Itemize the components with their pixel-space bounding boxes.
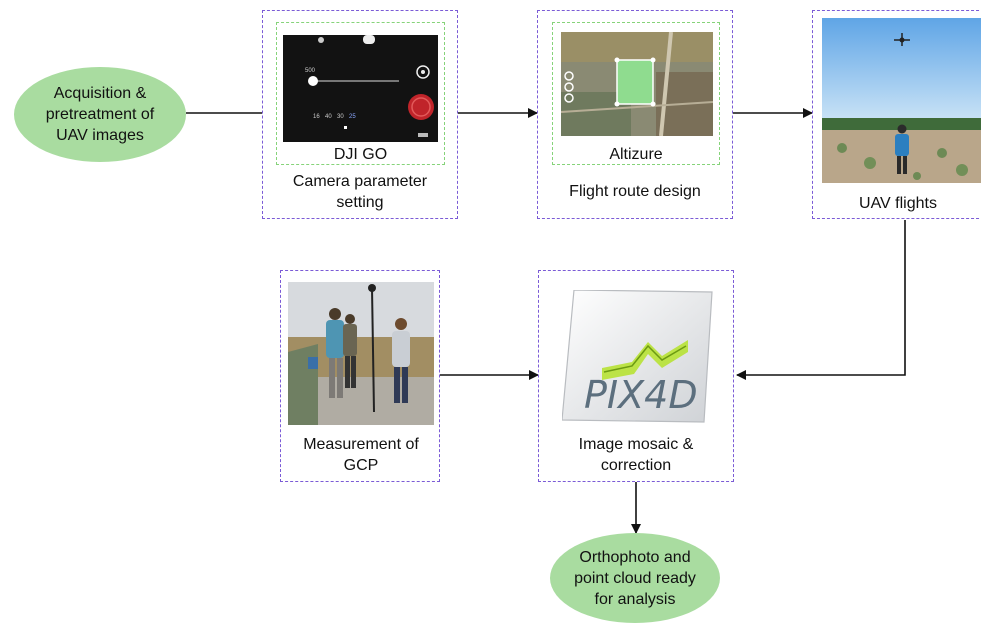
mosaic-step-label: Image mosaic & correction <box>578 436 694 474</box>
arrow-flights-to-mosaic <box>736 220 906 380</box>
pilot-figure <box>895 124 909 174</box>
drone-icon <box>894 33 910 46</box>
gcp-field-photo <box>288 282 434 425</box>
flights-step-label: UAV flights <box>859 195 937 212</box>
camera-app-frame <box>276 22 445 165</box>
camera-step-label: Camera parameter setting <box>292 173 428 211</box>
dji-row-value-3: 30 <box>337 114 344 120</box>
dji-go-screenshot: 500 16 40 30 25 <box>283 35 438 142</box>
gcp-step-label: Measurement of GCP <box>303 436 419 474</box>
pix4d-logo: PIX4D <box>562 290 714 425</box>
dji-row-value-4: 25 <box>349 114 356 120</box>
dji-row-value-1: 16 <box>313 114 320 120</box>
surveyor-right <box>392 318 410 403</box>
pix4d-wordmark: PIX4D <box>584 373 698 417</box>
end-node: Orthophoto and point cloud ready for ana… <box>550 533 720 623</box>
dji-iso-value: 500 <box>305 68 316 74</box>
surveyor-left <box>326 308 344 398</box>
start-node: Acquisition & pretreatment of UAV images <box>14 67 186 162</box>
start-node-label: Acquisition & pretreatment of UAV images <box>45 85 155 144</box>
route-step-label: Flight route design <box>569 183 701 200</box>
dji-row-value-2: 40 <box>325 114 332 120</box>
route-app-frame <box>552 22 720 165</box>
dji-go-label: DJI GO <box>333 146 388 163</box>
altizure-screenshot <box>561 32 713 136</box>
surveyor-middle <box>343 314 357 388</box>
end-node-label: Orthophoto and point cloud ready for ana… <box>574 548 696 608</box>
uav-flight-photo <box>822 18 981 183</box>
altizure-label: Altizure <box>609 146 663 163</box>
